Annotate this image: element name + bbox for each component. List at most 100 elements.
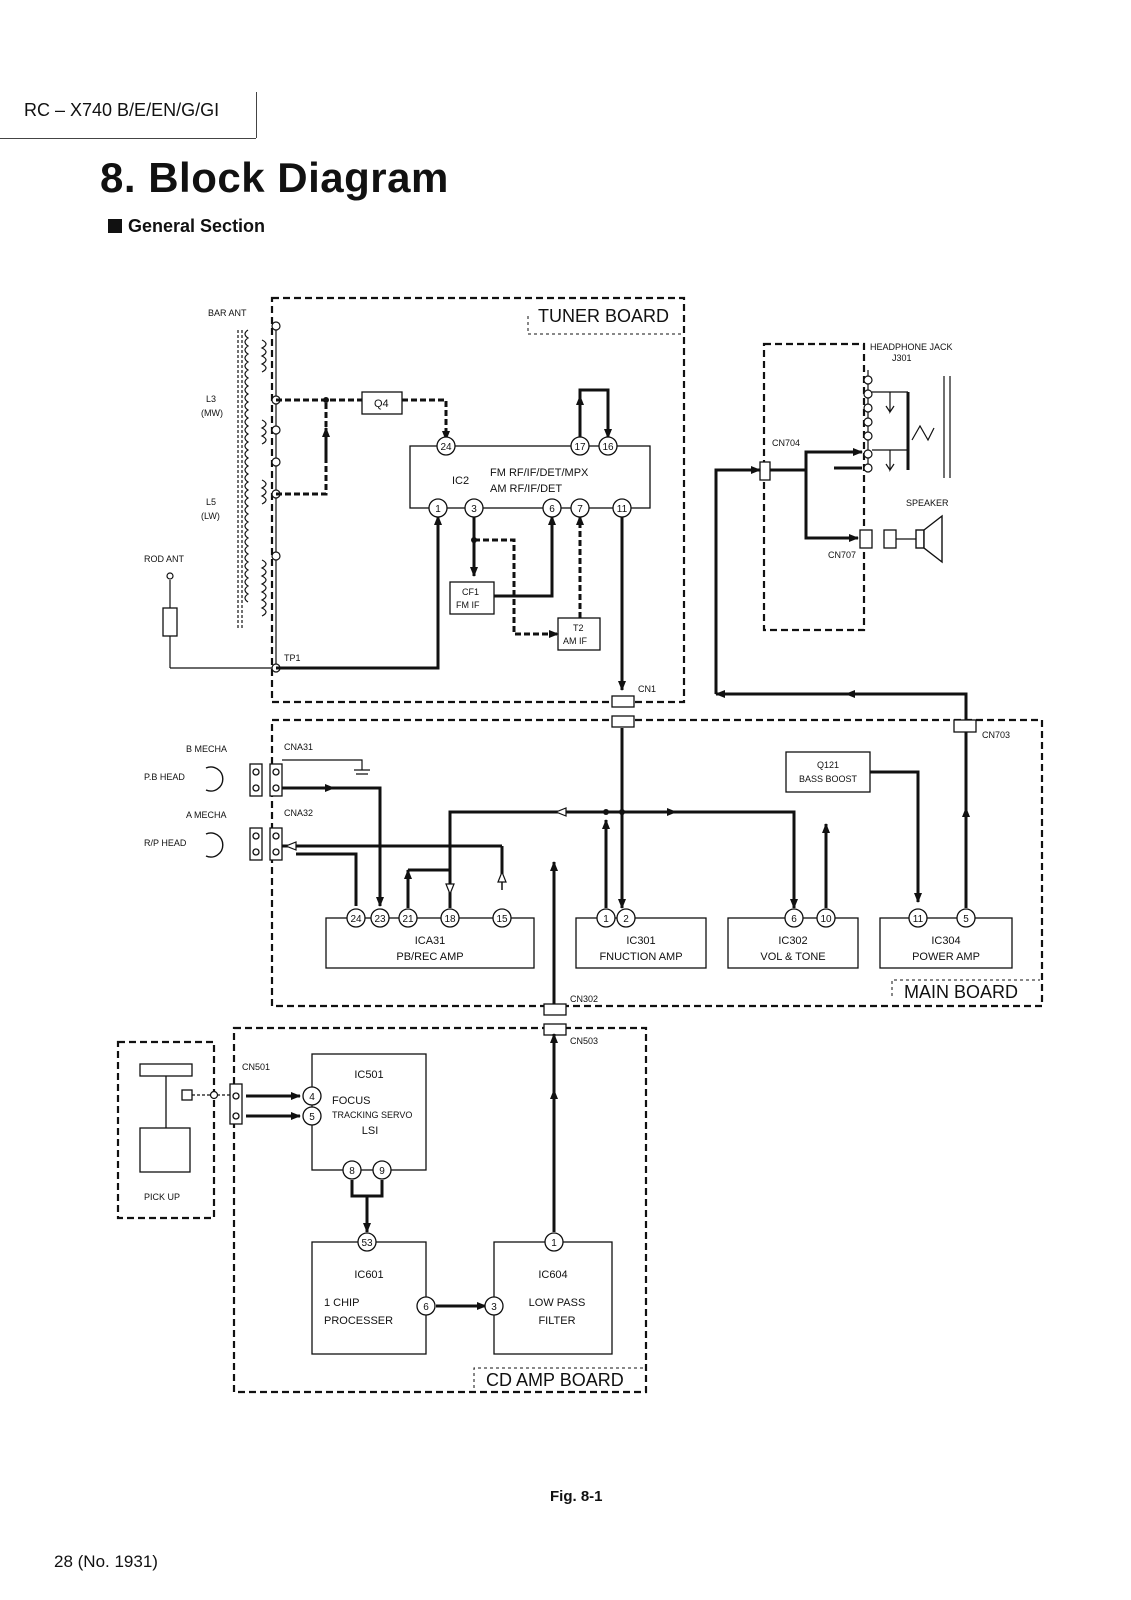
ic501-focus: FOCUS	[332, 1095, 371, 1107]
header-divider-horizontal	[0, 138, 256, 139]
section-heading: General Section	[108, 216, 265, 237]
lw-label: (LW)	[201, 511, 220, 521]
headphone-jack-symbol	[867, 370, 951, 478]
t2-block	[557, 617, 601, 651]
pb-head-label: P.B HEAD	[144, 772, 185, 782]
cf1-name: CF1	[462, 587, 479, 597]
ic501-pin-8: 8	[349, 1166, 355, 1177]
ica31-pin-24: 24	[350, 914, 362, 925]
q4-block	[361, 391, 403, 415]
ic301-pin-1: 1	[603, 914, 609, 925]
q121-block	[785, 751, 871, 793]
ic501-tracking: TRACKING SERVO	[332, 1110, 412, 1120]
ica31-desc: PB/REC AMP	[396, 951, 463, 963]
pickup-outline	[116, 1040, 216, 1220]
ica31-pin-23: 23	[374, 914, 386, 925]
cf1-desc: FM IF	[456, 600, 480, 610]
ic501-pin-9: 9	[379, 1166, 385, 1177]
cn707-connector-b	[883, 529, 897, 549]
ic304-pin-5: 5	[963, 914, 969, 925]
headphone-jack-nodes	[863, 375, 873, 473]
pickup-node	[209, 1090, 219, 1100]
main-junction-b	[619, 809, 625, 815]
t2-desc: AM IF	[563, 636, 588, 646]
page-title: 8. Block Diagram	[100, 154, 449, 201]
ic302-pin-10: 10	[820, 914, 832, 925]
pickup-symbol	[139, 1063, 230, 1173]
ic604-pin-1: 1	[551, 1238, 557, 1249]
ic501-pin-4: 4	[309, 1092, 315, 1103]
ic604-pin-3: 3	[491, 1302, 497, 1313]
cf1-block	[449, 581, 495, 615]
section-bullet-icon	[108, 219, 122, 233]
ic501-block	[311, 1053, 427, 1171]
ic601-pin-53: 53	[361, 1238, 373, 1249]
headphone-jack-label: HEADPHONE JACK	[870, 342, 953, 352]
antenna-wiring	[169, 324, 277, 669]
q121-desc: BASS BOOST	[799, 774, 858, 784]
model-number: RC – X740 B/E/EN/G/GI	[24, 100, 220, 120]
cna32-connector	[249, 827, 283, 861]
pick-up-label: PICK UP	[144, 1192, 180, 1202]
tuner-board-outline	[270, 296, 686, 704]
cna31-connector	[249, 763, 283, 797]
main-board-pins	[346, 908, 976, 928]
t2-name: T2	[573, 623, 584, 633]
b-mecha-label: B MECHA	[186, 744, 227, 754]
l5-label: L5	[206, 497, 216, 507]
cf1-junction	[471, 537, 477, 543]
cn1-label: CN1	[638, 684, 656, 694]
j301-label: J301	[892, 353, 912, 363]
cna32-label: CNA32	[284, 808, 313, 818]
ic304-desc: POWER AMP	[912, 951, 980, 963]
ic601-pin-6: 6	[423, 1302, 429, 1313]
ic304-pin-11: 11	[913, 914, 924, 925]
board-outlines	[116, 296, 1044, 1394]
ic2-pin-24: 24	[440, 442, 452, 453]
ic2-block	[409, 445, 651, 509]
ic604-block	[493, 1241, 613, 1355]
cn1-connector-top	[611, 695, 635, 708]
rod-ant-label: ROD ANT	[144, 554, 185, 564]
tape-heads	[205, 766, 224, 858]
ic604-name: IC604	[538, 1269, 567, 1281]
cn1-connector-bottom	[611, 715, 635, 728]
ic601-block	[311, 1241, 427, 1355]
power-amp-to-headphone-path	[715, 690, 968, 720]
ic501-pin-5: 5	[309, 1112, 315, 1123]
cna31-label: CNA31	[284, 742, 313, 752]
ic2-desc-am: AM RF/IF/DET	[490, 483, 562, 495]
ic2-pin-7: 7	[577, 504, 583, 515]
cn707-label: CN707	[828, 550, 856, 560]
ic2-pin-11: 11	[617, 504, 628, 515]
ica31-name: ICA31	[415, 935, 446, 947]
ic2-pin-16: 16	[602, 442, 614, 453]
tp1-label: TP1	[284, 653, 301, 663]
cd-board-paths	[246, 1033, 558, 1310]
ic2-desc-fm: FM RF/IF/DET/MPX	[490, 467, 589, 479]
cd-board-pins	[302, 1086, 564, 1316]
ic301-block	[575, 917, 707, 969]
ic2-pin-6: 6	[549, 504, 555, 515]
cn501-label: CN501	[242, 1062, 270, 1072]
speaker-icon	[915, 514, 943, 564]
cn704-connector	[759, 461, 771, 481]
q4-label: Q4	[374, 398, 389, 410]
rp-head-label: R/P HEAD	[144, 838, 187, 848]
main-junction-a	[603, 809, 609, 815]
rod-antenna-element	[162, 607, 178, 637]
main-board-label: MAIN BOARD	[904, 982, 1018, 1002]
cn501-connector	[229, 1083, 243, 1125]
ica31-pin-21: 21	[402, 914, 414, 925]
ic301-name: IC301	[626, 935, 655, 947]
tuner-board-label: TUNER BOARD	[538, 306, 669, 326]
l3-label: L3	[206, 394, 216, 404]
q4-junction	[323, 397, 329, 403]
cn704-label: CN704	[772, 438, 800, 448]
ic304-name: IC304	[931, 935, 960, 947]
ic2-pin-17: 17	[574, 442, 586, 453]
cn302-label: CN302	[570, 994, 598, 1004]
bar-ant-label: BAR ANT	[208, 308, 247, 318]
ic301-desc: FNUCTION AMP	[599, 951, 682, 963]
